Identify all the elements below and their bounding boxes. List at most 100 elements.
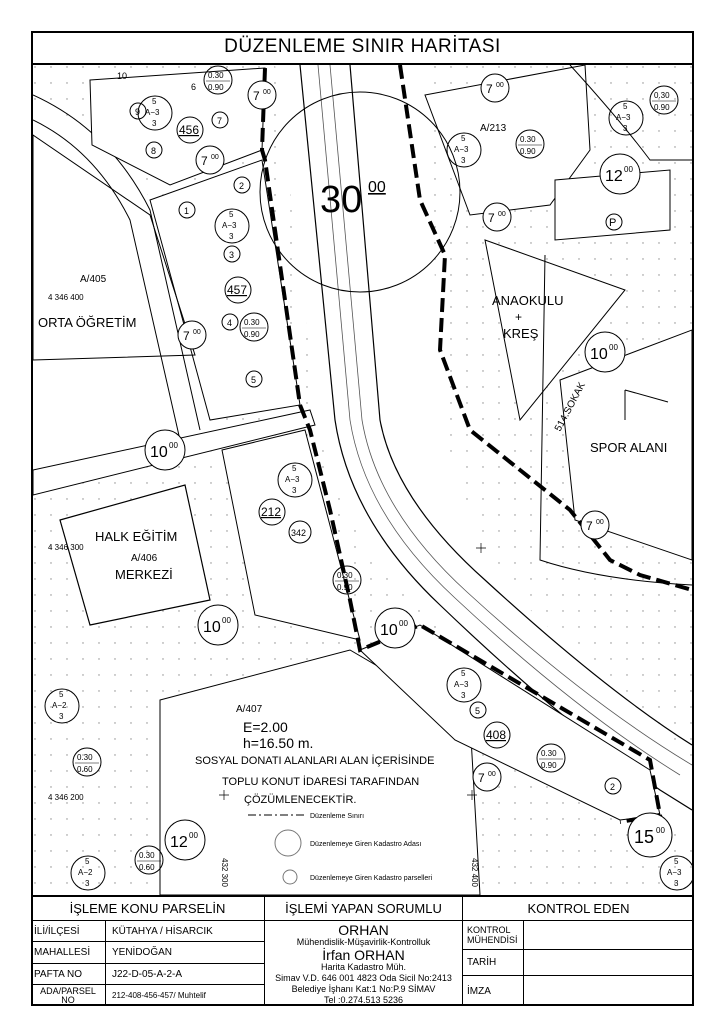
- density-a3-4: 5A−3 3: [608, 100, 644, 136]
- row-value-pafta: J22-D-05-A-2-A: [112, 968, 183, 980]
- svg-text:10: 10: [590, 346, 608, 363]
- control-engineer: KONTROL MÜHENDİSİ: [467, 925, 518, 945]
- svg-text:12: 12: [170, 834, 188, 851]
- svg-text:8: 8: [151, 146, 156, 156]
- firm-name: ORHAN: [338, 922, 389, 938]
- spor-alani-parcel: [559, 329, 692, 561]
- svg-text:3: 3: [674, 879, 679, 888]
- svg-text:00: 00: [169, 441, 178, 450]
- zoning-map-svg: 30 00 10 00 10 00 10 00 10 00: [33, 65, 692, 895]
- firm-title: Harita Kadastro Müh.: [320, 962, 407, 972]
- svg-text:10: 10: [150, 444, 168, 461]
- svg-text:0.30: 0.30: [244, 318, 260, 327]
- a407-note-2: TOPLU KONUT İDARESİ TARAFINDAN: [222, 775, 419, 788]
- svg-text:2: 2: [239, 181, 244, 191]
- svg-text:5: 5: [251, 375, 256, 385]
- road-label-ne: 12 00: [599, 153, 641, 195]
- parcel-342: 342: [288, 520, 312, 544]
- density-a3-6: 5A−33: [446, 667, 482, 703]
- label-halk-egitim: HALK EĞİTİM: [95, 529, 177, 544]
- control-date: TARİH: [467, 957, 497, 968]
- anaokulu-parcel: [484, 239, 626, 422]
- svg-text:5: 5: [85, 857, 90, 866]
- coord-y200: 4 346 200: [48, 793, 84, 802]
- svg-text:7: 7: [586, 519, 593, 533]
- svg-text:342: 342: [291, 528, 306, 538]
- svg-text:3: 3: [229, 232, 234, 241]
- svg-text:9: 9: [135, 107, 140, 117]
- parcel-2b: 2: [604, 777, 622, 795]
- ratio-4: 0.300.90: [649, 85, 679, 115]
- svg-text:10: 10: [203, 619, 221, 636]
- row-label-mahalle: MAHALLESİ: [34, 947, 91, 958]
- legend-parcel-icon: [282, 869, 298, 885]
- ratio-1: 0.300.90: [203, 65, 233, 95]
- row-value-ada: 212-408-456-457/ Muhtelif: [112, 991, 206, 1000]
- a407-e: E=2.00: [243, 719, 288, 735]
- svg-text:A−2: A−2: [78, 868, 93, 877]
- svg-text:00: 00: [189, 831, 198, 840]
- road-width-sup: 00: [368, 179, 386, 196]
- svg-text:5: 5: [152, 97, 157, 106]
- svg-text:10: 10: [380, 622, 398, 639]
- svg-text:7: 7: [253, 89, 260, 103]
- label-plus: +: [515, 310, 522, 324]
- svg-text:3: 3: [461, 691, 466, 700]
- svg-text:0.30: 0.30: [337, 571, 353, 580]
- ratio-3: 0.300.90: [515, 129, 545, 159]
- west-road-edge-2: [33, 119, 181, 441]
- svg-text:3: 3: [623, 124, 628, 133]
- svg-text:A−3: A−3: [222, 221, 237, 230]
- a407-note-3: ÇÖZÜMLENECEKTİR.: [244, 793, 356, 806]
- density-a3-2: 5A−33: [214, 208, 250, 244]
- svg-text:5: 5: [623, 102, 628, 111]
- firm-desc: Mühendislik-Müşavirlik-Kontrolluk: [296, 937, 431, 947]
- density-a3-1: 5A−33: [137, 95, 173, 131]
- svg-text:00: 00: [609, 343, 618, 352]
- title-block: İŞLEME KONU PARSELİN İŞLEMİ YAPAN SORUML…: [31, 895, 694, 1006]
- svg-text:0.60: 0.60: [139, 863, 155, 872]
- svg-text:7: 7: [478, 771, 485, 785]
- svg-text:0.90: 0.90: [520, 147, 536, 156]
- label-kres: KREŞ: [503, 326, 539, 341]
- svg-text:0.30: 0.30: [139, 851, 155, 860]
- firm-address: Belediye İşhanı Kat:1 No:P.9 SİMAV: [291, 984, 436, 994]
- svg-text:A−3: A−3: [145, 108, 160, 117]
- parcel-6: 6: [191, 82, 196, 92]
- ratio-6: 0.300.90: [536, 743, 566, 773]
- svg-text:00: 00: [656, 826, 665, 835]
- density-a2-1: 5A−23: [44, 688, 80, 724]
- header-control: KONTROL EDEN: [527, 901, 630, 916]
- control-sign: İMZA: [467, 985, 491, 997]
- svg-text:0.30: 0.30: [654, 91, 670, 100]
- svg-text:4: 4: [227, 318, 232, 328]
- block-number-212: 212: [258, 498, 286, 526]
- road-label-se: 15 00: [627, 812, 673, 858]
- firm-person: İrfan ORHAN: [322, 947, 405, 963]
- svg-text:5: 5: [292, 464, 297, 473]
- svg-text:10: 10: [117, 71, 127, 81]
- road-label-west-low: 10 00: [197, 604, 239, 646]
- svg-text:7: 7: [183, 329, 190, 343]
- svg-text:00: 00: [193, 329, 201, 336]
- density-a2-2: 5A−23: [70, 855, 106, 891]
- legend-block-icon: [274, 829, 302, 857]
- label-a213: A/213: [480, 123, 507, 134]
- svg-text:7: 7: [488, 211, 495, 225]
- svg-text:7: 7: [217, 116, 222, 126]
- label-anaokulu: ANAOKULU: [492, 293, 564, 308]
- density-a3-3: 5A−33: [446, 132, 482, 168]
- svg-text:2: 2: [610, 782, 615, 792]
- road-30m-circle: [259, 91, 461, 293]
- svg-text:A−3: A−3: [616, 113, 631, 122]
- north-east-street: [569, 65, 692, 161]
- parcel-4: 4: [221, 313, 239, 331]
- svg-text:A−3: A−3: [454, 145, 469, 154]
- road-label-center: 10 00: [374, 607, 416, 649]
- page-title: DÜZENLEME SINIR HARİTASI: [224, 36, 501, 57]
- svg-text:A−3: A−3: [454, 680, 469, 689]
